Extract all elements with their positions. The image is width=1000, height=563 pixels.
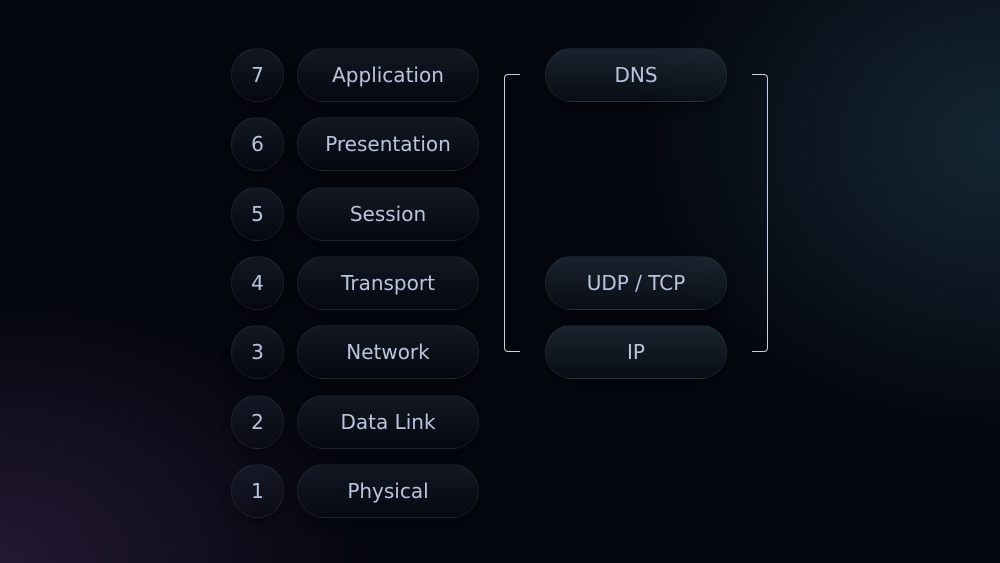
protocol-pill: IP <box>545 325 727 380</box>
layer-number: 4 <box>231 255 284 310</box>
layer-name: Network <box>297 325 479 380</box>
protocol-pill: DNS <box>545 48 727 102</box>
layer-name: Presentation <box>297 117 479 172</box>
layer-number: 5 <box>231 186 284 241</box>
protocol-pill: UDP / TCP <box>545 255 727 310</box>
layer-name: Data Link <box>297 394 479 449</box>
layer-name: Transport <box>297 255 479 310</box>
layer-name: Application <box>297 48 479 102</box>
left-bracket <box>504 74 520 352</box>
layer-number: 3 <box>231 325 284 380</box>
layer-name: Session <box>297 186 479 241</box>
layer-number: 7 <box>231 48 284 102</box>
right-bracket <box>752 74 768 352</box>
layer-number: 6 <box>231 117 284 172</box>
layer-number: 1 <box>231 463 284 518</box>
layer-name: Physical <box>297 463 479 518</box>
layer-number: 2 <box>231 394 284 449</box>
